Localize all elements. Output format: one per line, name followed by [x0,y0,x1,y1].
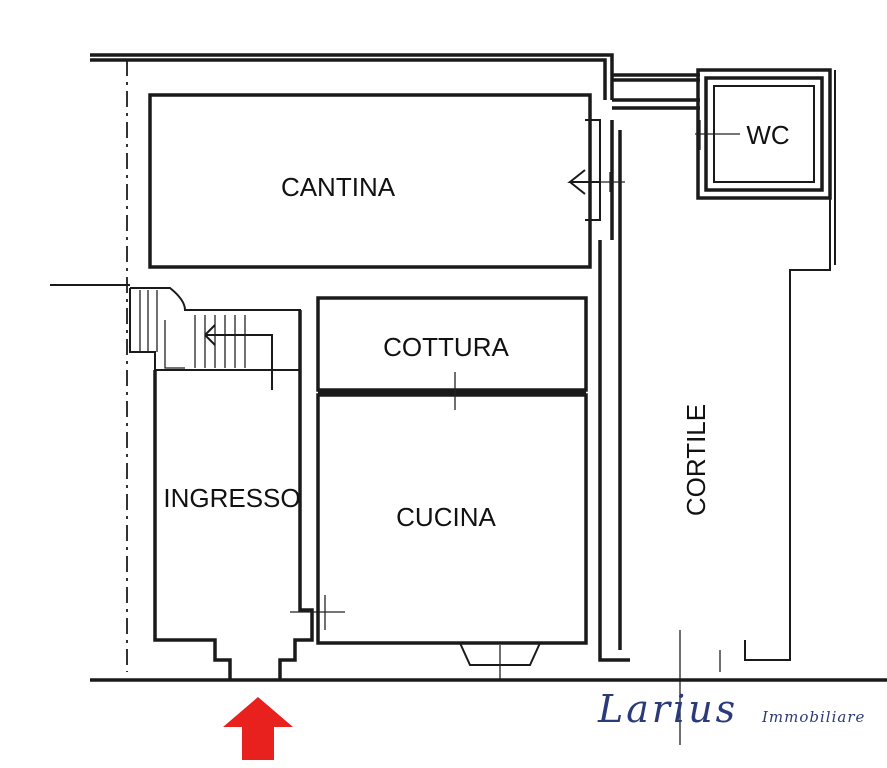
room-label-wc: WC [746,120,789,150]
larius-logo: Larius Immobiliare [597,687,865,731]
kitchen-walls [316,296,588,680]
room-label-cortile: CORTILE [681,404,711,516]
arrow-up-icon [223,697,293,760]
wc-block [695,68,832,200]
room-label-cantina: CANTINA [281,172,396,202]
room-label-cucina: CUCINA [396,502,496,532]
room-label-ingresso: INGRESSO [163,483,300,513]
room-label-cottura: COTTURA [383,332,509,362]
logo-name: Larius [597,687,738,731]
logo-subtitle: Immobiliare [761,708,865,726]
courtyard-walls [679,70,836,745]
outer-walls [90,53,700,662]
staircase [50,284,301,390]
ingresso-walls [153,310,345,680]
